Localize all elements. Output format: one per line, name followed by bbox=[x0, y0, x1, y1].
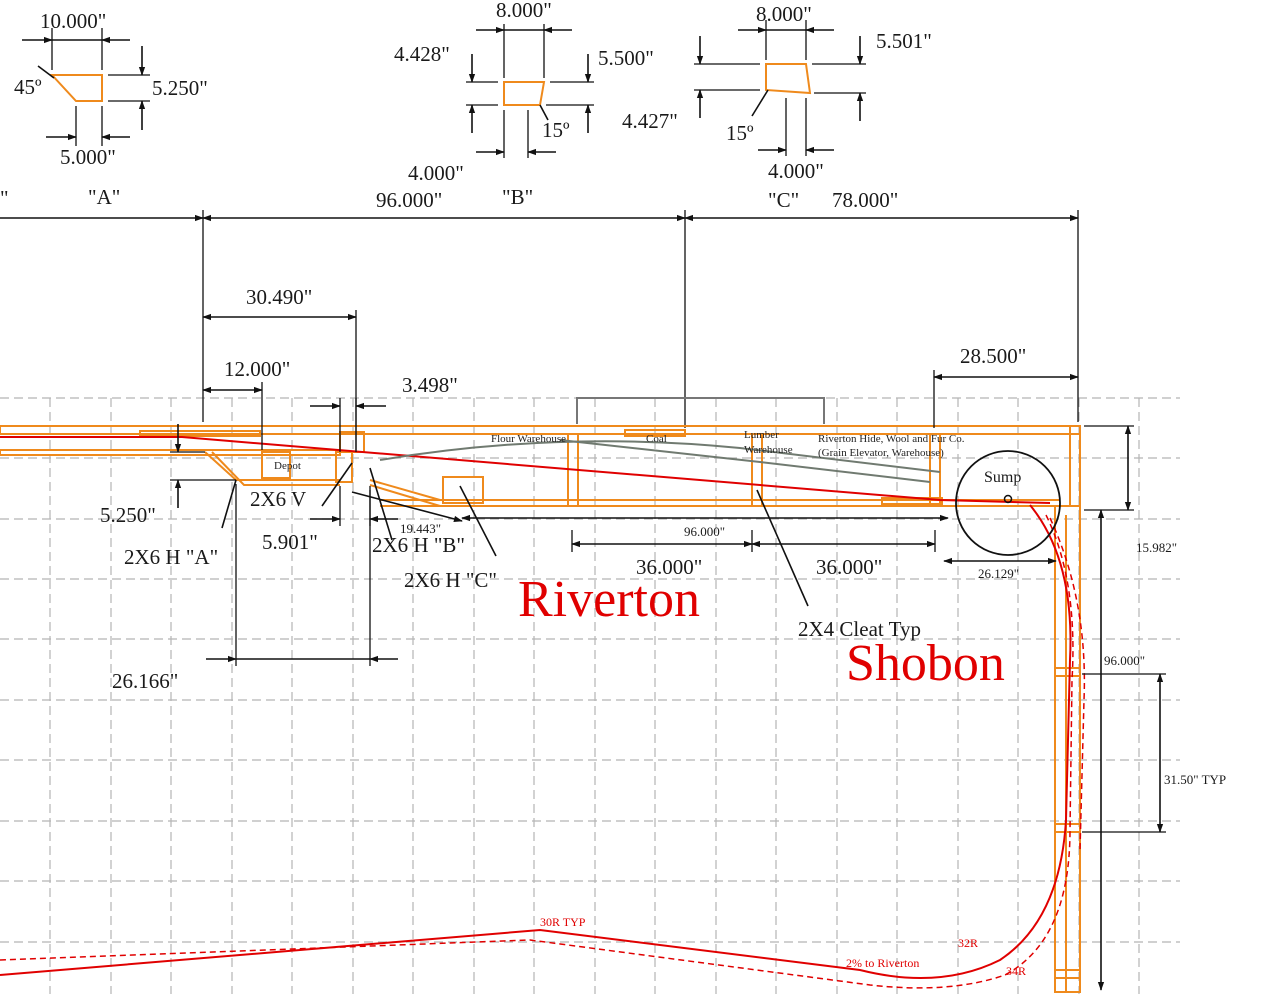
detail-c-right-height: 5.501" bbox=[876, 29, 932, 53]
track-label-34r: 34R bbox=[1006, 964, 1026, 978]
dim-36-left: 36.000" bbox=[636, 555, 702, 579]
detail-b-bottom-width: 4.000" bbox=[408, 161, 464, 185]
plan-dimensions: 30.490" 12.000" 3.498" 28.500" 5.250" 5.… bbox=[100, 285, 1226, 991]
track-label-32r: 32R bbox=[958, 936, 978, 950]
detail-a-top-width: 10.000" bbox=[40, 9, 106, 33]
track-label-30r: 30R TYP bbox=[540, 915, 586, 929]
dim-26166: 26.166" bbox=[112, 669, 178, 693]
detail-b-angle: 15º bbox=[542, 118, 570, 142]
left-edge-quote: " bbox=[0, 186, 9, 210]
detail-a-height: 5.250" bbox=[152, 76, 208, 100]
detail-b-left-height: 4.428" bbox=[394, 42, 450, 66]
coal-label: Coal bbox=[646, 433, 667, 445]
overall-dimensions: " 96.000" 78.000" bbox=[0, 186, 1079, 428]
detail-a: 10.000" 5.250" 45º 5.000" "A" bbox=[14, 9, 208, 209]
lumber-label-line2: Warehouse bbox=[744, 444, 793, 456]
riverton-title: Riverton bbox=[518, 571, 700, 628]
detail-a-angle: 45º bbox=[14, 75, 42, 99]
dim-96-small: 96.000" bbox=[684, 524, 725, 539]
dim-3498: 3.498" bbox=[402, 373, 458, 397]
detail-b-name: "B" bbox=[502, 185, 533, 209]
hide-co-label-line2: (Grain Elevator, Warehouse) bbox=[818, 447, 944, 459]
callout-2x6-h-a: 2X6 H "A" bbox=[124, 545, 218, 569]
shobon-title: Shobon bbox=[846, 635, 1005, 692]
detail-a-bottom-width: 5.000" bbox=[60, 145, 116, 169]
leader-callouts: 2X6 V 2X6 H "A" 2X6 H "B" 2X6 H "C" 2X4 … bbox=[124, 462, 921, 641]
depot-label: Depot bbox=[274, 460, 301, 472]
structure-outline bbox=[576, 397, 825, 424]
benchwork-frame bbox=[0, 425, 1081, 993]
dim-15982: 15.982" bbox=[1136, 540, 1177, 555]
background-grid bbox=[0, 397, 1180, 994]
callout-2x4-cleat: 2X4 Cleat Typ bbox=[798, 617, 921, 641]
lumber-label-line1: Lumber bbox=[744, 429, 779, 441]
sump: Sump bbox=[955, 450, 1061, 556]
dim-5250: 5.250" bbox=[100, 503, 156, 527]
dim-5901: 5.901" bbox=[262, 530, 318, 554]
dim-3150-typ: 31.50" TYP bbox=[1164, 772, 1226, 787]
dim-36-right: 36.000" bbox=[816, 555, 882, 579]
span-78-label: 78.000" bbox=[832, 188, 898, 212]
detail-c-left-height: 4.427" bbox=[622, 109, 678, 133]
dim-96-right: 96.000" bbox=[1104, 653, 1145, 668]
dim-26129: 26.129" bbox=[978, 566, 1019, 581]
detail-c-bottom-width: 4.000" bbox=[768, 159, 824, 183]
detail-b-top-width: 8.000" bbox=[496, 0, 552, 22]
detail-b-right-height: 5.500" bbox=[598, 46, 654, 70]
callout-2x6-h-c: 2X6 H "C" bbox=[404, 568, 497, 592]
dim-28500: 28.500" bbox=[960, 344, 1026, 368]
detail-b: 8.000" 4.428" 5.500" 15º 4.000" "B" bbox=[394, 0, 654, 209]
detail-a-name: "A" bbox=[88, 185, 120, 209]
track-work bbox=[0, 436, 1086, 989]
detail-c-top-width: 8.000" bbox=[756, 2, 812, 26]
callout-2x6-h-b: 2X6 H "B" bbox=[372, 533, 465, 557]
hide-co-label-line1: Riverton Hide, Wool and Fur Co. bbox=[818, 433, 965, 445]
dim-12000: 12.000" bbox=[224, 357, 290, 381]
dim-19443: 19.443" bbox=[400, 521, 441, 536]
detail-c-name: "C" bbox=[768, 188, 799, 212]
flour-warehouse-label: Flour Warehouse bbox=[491, 433, 566, 445]
span-96-label: 96.000" bbox=[376, 188, 442, 212]
sump-label: Sump bbox=[984, 469, 1021, 486]
detail-c: 8.000" 5.501" 4.427" 15º 4.000" "C" bbox=[622, 2, 932, 212]
callout-2x6-v: 2X6 V bbox=[250, 487, 306, 511]
track-label-grade: 2% to Riverton bbox=[846, 956, 919, 970]
detail-c-angle: 15º bbox=[726, 121, 754, 145]
dim-30490: 30.490" bbox=[246, 285, 312, 309]
